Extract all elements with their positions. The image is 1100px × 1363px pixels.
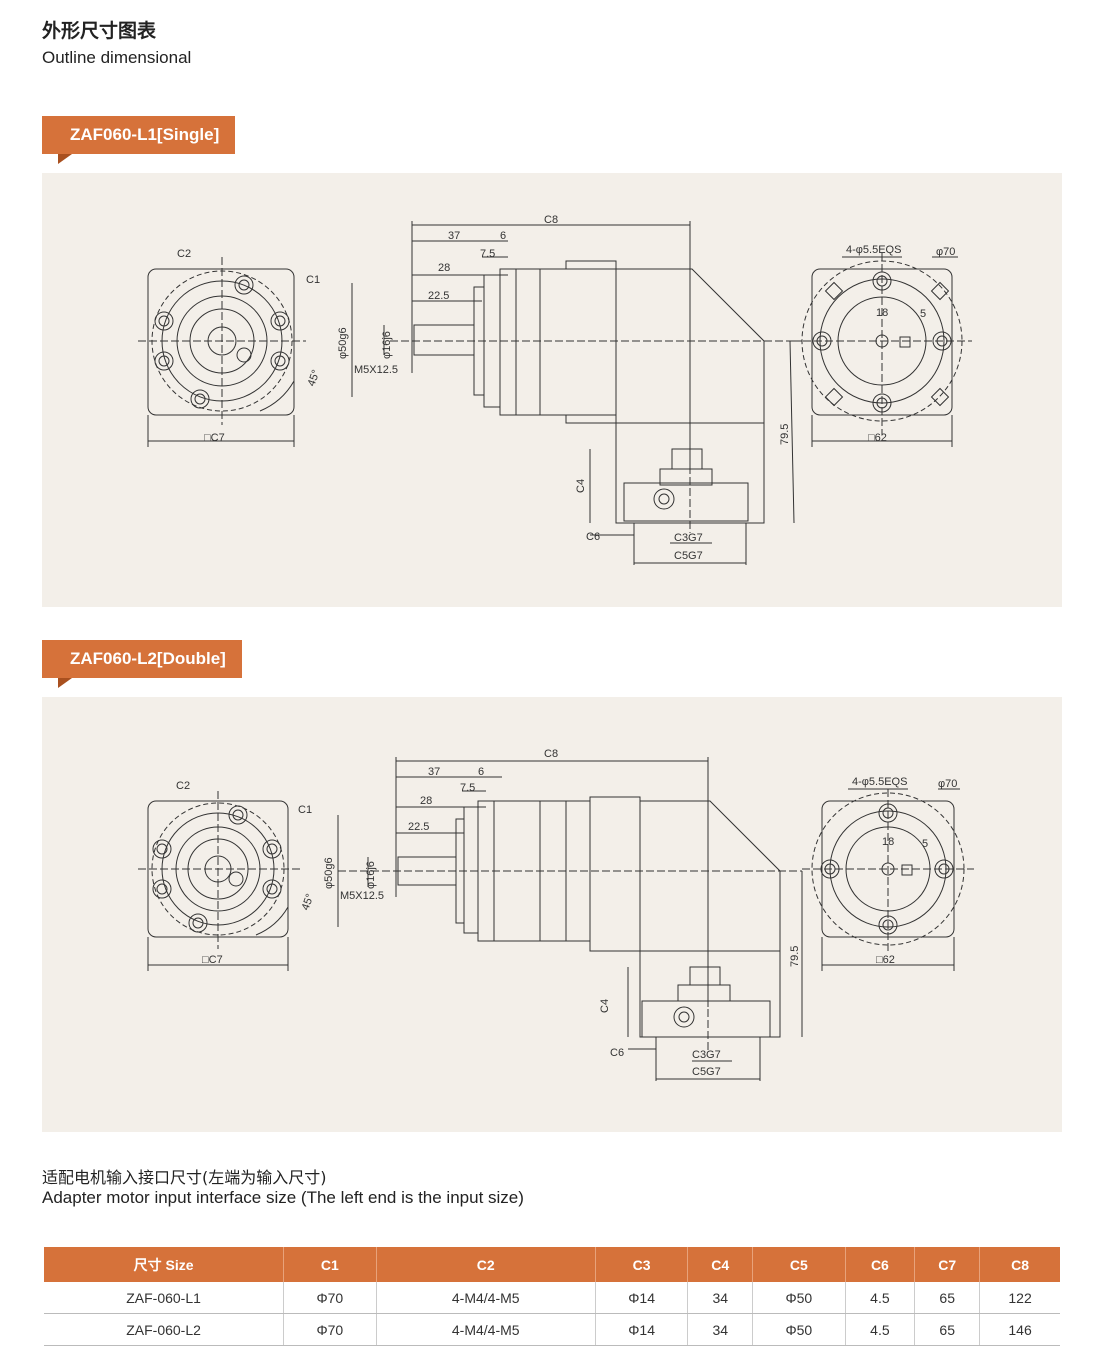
drawing-panel-double: C2 C1 45° □C7 C8 37 6 7.5 28 22.5 φ50g6 … bbox=[42, 697, 1062, 1132]
table-cell: 65 bbox=[914, 1313, 981, 1346]
col-header-c8: C8 bbox=[979, 1247, 1060, 1282]
label-79-5: 79.5 bbox=[789, 946, 801, 967]
table-cell: Φ70 bbox=[283, 1282, 377, 1314]
label-c8: C8 bbox=[544, 214, 558, 226]
label-18: 18 bbox=[882, 836, 894, 848]
label-c6: C6 bbox=[610, 1047, 624, 1059]
label-m5: M5X12.5 bbox=[340, 890, 384, 902]
table-cell: 4-M4/4-M5 bbox=[376, 1313, 596, 1346]
table-cell: 4.5 bbox=[845, 1313, 916, 1346]
label-45deg: 45° bbox=[306, 368, 323, 388]
label-7-5: 7.5 bbox=[480, 248, 495, 260]
label-c6: C6 bbox=[586, 531, 600, 543]
section-tag-single: ZAF060-L1[Single] bbox=[42, 116, 236, 154]
label-79-5: 79.5 bbox=[779, 424, 791, 445]
table-cell: ZAF-060-L1 bbox=[44, 1282, 285, 1314]
outline-drawing-double: C2 C1 45° □C7 C8 37 6 7.5 28 22.5 φ50g6 … bbox=[138, 748, 974, 1081]
table-cell: Φ14 bbox=[595, 1282, 689, 1314]
label-45deg: 45° bbox=[300, 892, 317, 912]
label-c4: C4 bbox=[599, 999, 611, 1013]
label-c4: C4 bbox=[575, 479, 587, 493]
col-header-size: 尺寸 Size bbox=[44, 1247, 285, 1282]
label-5: 5 bbox=[922, 838, 928, 850]
label-phi50: φ50g6 bbox=[337, 327, 349, 359]
label-c1: C1 bbox=[306, 274, 320, 286]
label-c1: C1 bbox=[298, 804, 312, 816]
label-phi50: φ50g6 bbox=[323, 857, 335, 889]
drawing-panel-single: C2 C1 45° □C7 C8 37 6 7.5 28 22.5 φ50g6 … bbox=[42, 173, 1062, 607]
input-shaft bbox=[413, 324, 475, 356]
table-cell: Φ50 bbox=[752, 1313, 846, 1346]
label-c2: C2 bbox=[176, 780, 190, 792]
table-cell: 34 bbox=[687, 1313, 754, 1346]
housing-body bbox=[615, 268, 765, 524]
label-phi16: φ16j6 bbox=[381, 331, 393, 359]
section-tag-double: ZAF060-L2[Double] bbox=[42, 640, 242, 678]
table-cell: Φ50 bbox=[752, 1282, 846, 1314]
table-row: ZAF-060-L2 Φ70 4-M4/4-M5 Φ14 34 Φ50 4.5 … bbox=[44, 1313, 1060, 1346]
table-cell: 34 bbox=[687, 1282, 754, 1314]
label-phi70: φ70 bbox=[938, 778, 957, 790]
label-c8: C8 bbox=[544, 748, 558, 760]
col-header-c4: C4 bbox=[687, 1247, 754, 1282]
label-holes: 4-φ5.5EQS bbox=[846, 244, 901, 256]
adapter-title-cn: 适配电机输入接口尺寸(左端为输入尺寸) bbox=[42, 1168, 327, 1187]
table-cell: ZAF-060-L2 bbox=[44, 1313, 285, 1346]
flange-square bbox=[147, 268, 295, 416]
table-cell: 122 bbox=[979, 1282, 1060, 1314]
table-cell: Φ14 bbox=[595, 1313, 689, 1346]
table-cell: 146 bbox=[979, 1313, 1060, 1346]
label-sq62: □62 bbox=[868, 432, 887, 444]
section-tag-tail-2 bbox=[58, 678, 72, 688]
spec-table: 尺寸 Size C1 C2 C3 C4 C5 C6 C7 C8 ZAF-060-… bbox=[44, 1247, 1060, 1346]
label-c7: □C7 bbox=[202, 954, 223, 966]
col-header-c6: C6 bbox=[845, 1247, 916, 1282]
label-28: 28 bbox=[438, 262, 450, 274]
label-c2: C2 bbox=[177, 248, 191, 260]
label-7-5: 7.5 bbox=[460, 782, 475, 794]
page-title-cn: 外形尺寸图表 bbox=[42, 20, 157, 42]
table-cell: 65 bbox=[914, 1282, 981, 1314]
label-28: 28 bbox=[420, 795, 432, 807]
label-c5: C5G7 bbox=[674, 550, 703, 562]
adapter-title-en: Adapter motor input interface size (The … bbox=[42, 1188, 524, 1207]
col-header-c1: C1 bbox=[283, 1247, 377, 1282]
label-22-5: 22.5 bbox=[408, 821, 429, 833]
page-title-en: Outline dimensional bbox=[42, 48, 192, 67]
label-6: 6 bbox=[478, 766, 484, 778]
label-holes: 4-φ5.5EQS bbox=[852, 776, 907, 788]
col-header-c5: C5 bbox=[752, 1247, 846, 1282]
table-cell: Φ70 bbox=[283, 1313, 377, 1346]
label-c7: □C7 bbox=[204, 432, 225, 444]
label-phi70: φ70 bbox=[936, 246, 955, 258]
table-cell: 4-M4/4-M5 bbox=[376, 1282, 596, 1314]
table-header-row: 尺寸 Size C1 C2 C3 C4 C5 C6 C7 C8 bbox=[44, 1247, 1060, 1282]
label-c3: C3G7 bbox=[674, 532, 703, 544]
col-header-c7: C7 bbox=[914, 1247, 981, 1282]
section-tag-tail bbox=[58, 154, 72, 164]
label-c5: C5G7 bbox=[692, 1066, 721, 1078]
label-22-5: 22.5 bbox=[428, 290, 449, 302]
bolt-holes bbox=[154, 275, 290, 409]
label-5: 5 bbox=[920, 308, 926, 320]
label-m5: M5X12.5 bbox=[354, 364, 398, 376]
label-6: 6 bbox=[500, 230, 506, 242]
col-header-c2: C2 bbox=[376, 1247, 596, 1282]
col-header-c3: C3 bbox=[595, 1247, 689, 1282]
table-cell: 4.5 bbox=[845, 1282, 916, 1314]
label-18: 18 bbox=[876, 307, 888, 319]
table-row: ZAF-060-L1 Φ70 4-M4/4-M5 Φ14 34 Φ50 4.5 … bbox=[44, 1282, 1060, 1314]
label-37: 37 bbox=[448, 230, 460, 242]
label-c3: C3G7 bbox=[692, 1049, 721, 1061]
label-37: 37 bbox=[428, 766, 440, 778]
outline-drawing-single: C2 C1 45° □C7 C8 37 6 7.5 28 22.5 φ50g6 … bbox=[138, 214, 972, 565]
label-phi16: φ16j6 bbox=[365, 861, 377, 889]
label-sq62: □62 bbox=[876, 954, 895, 966]
